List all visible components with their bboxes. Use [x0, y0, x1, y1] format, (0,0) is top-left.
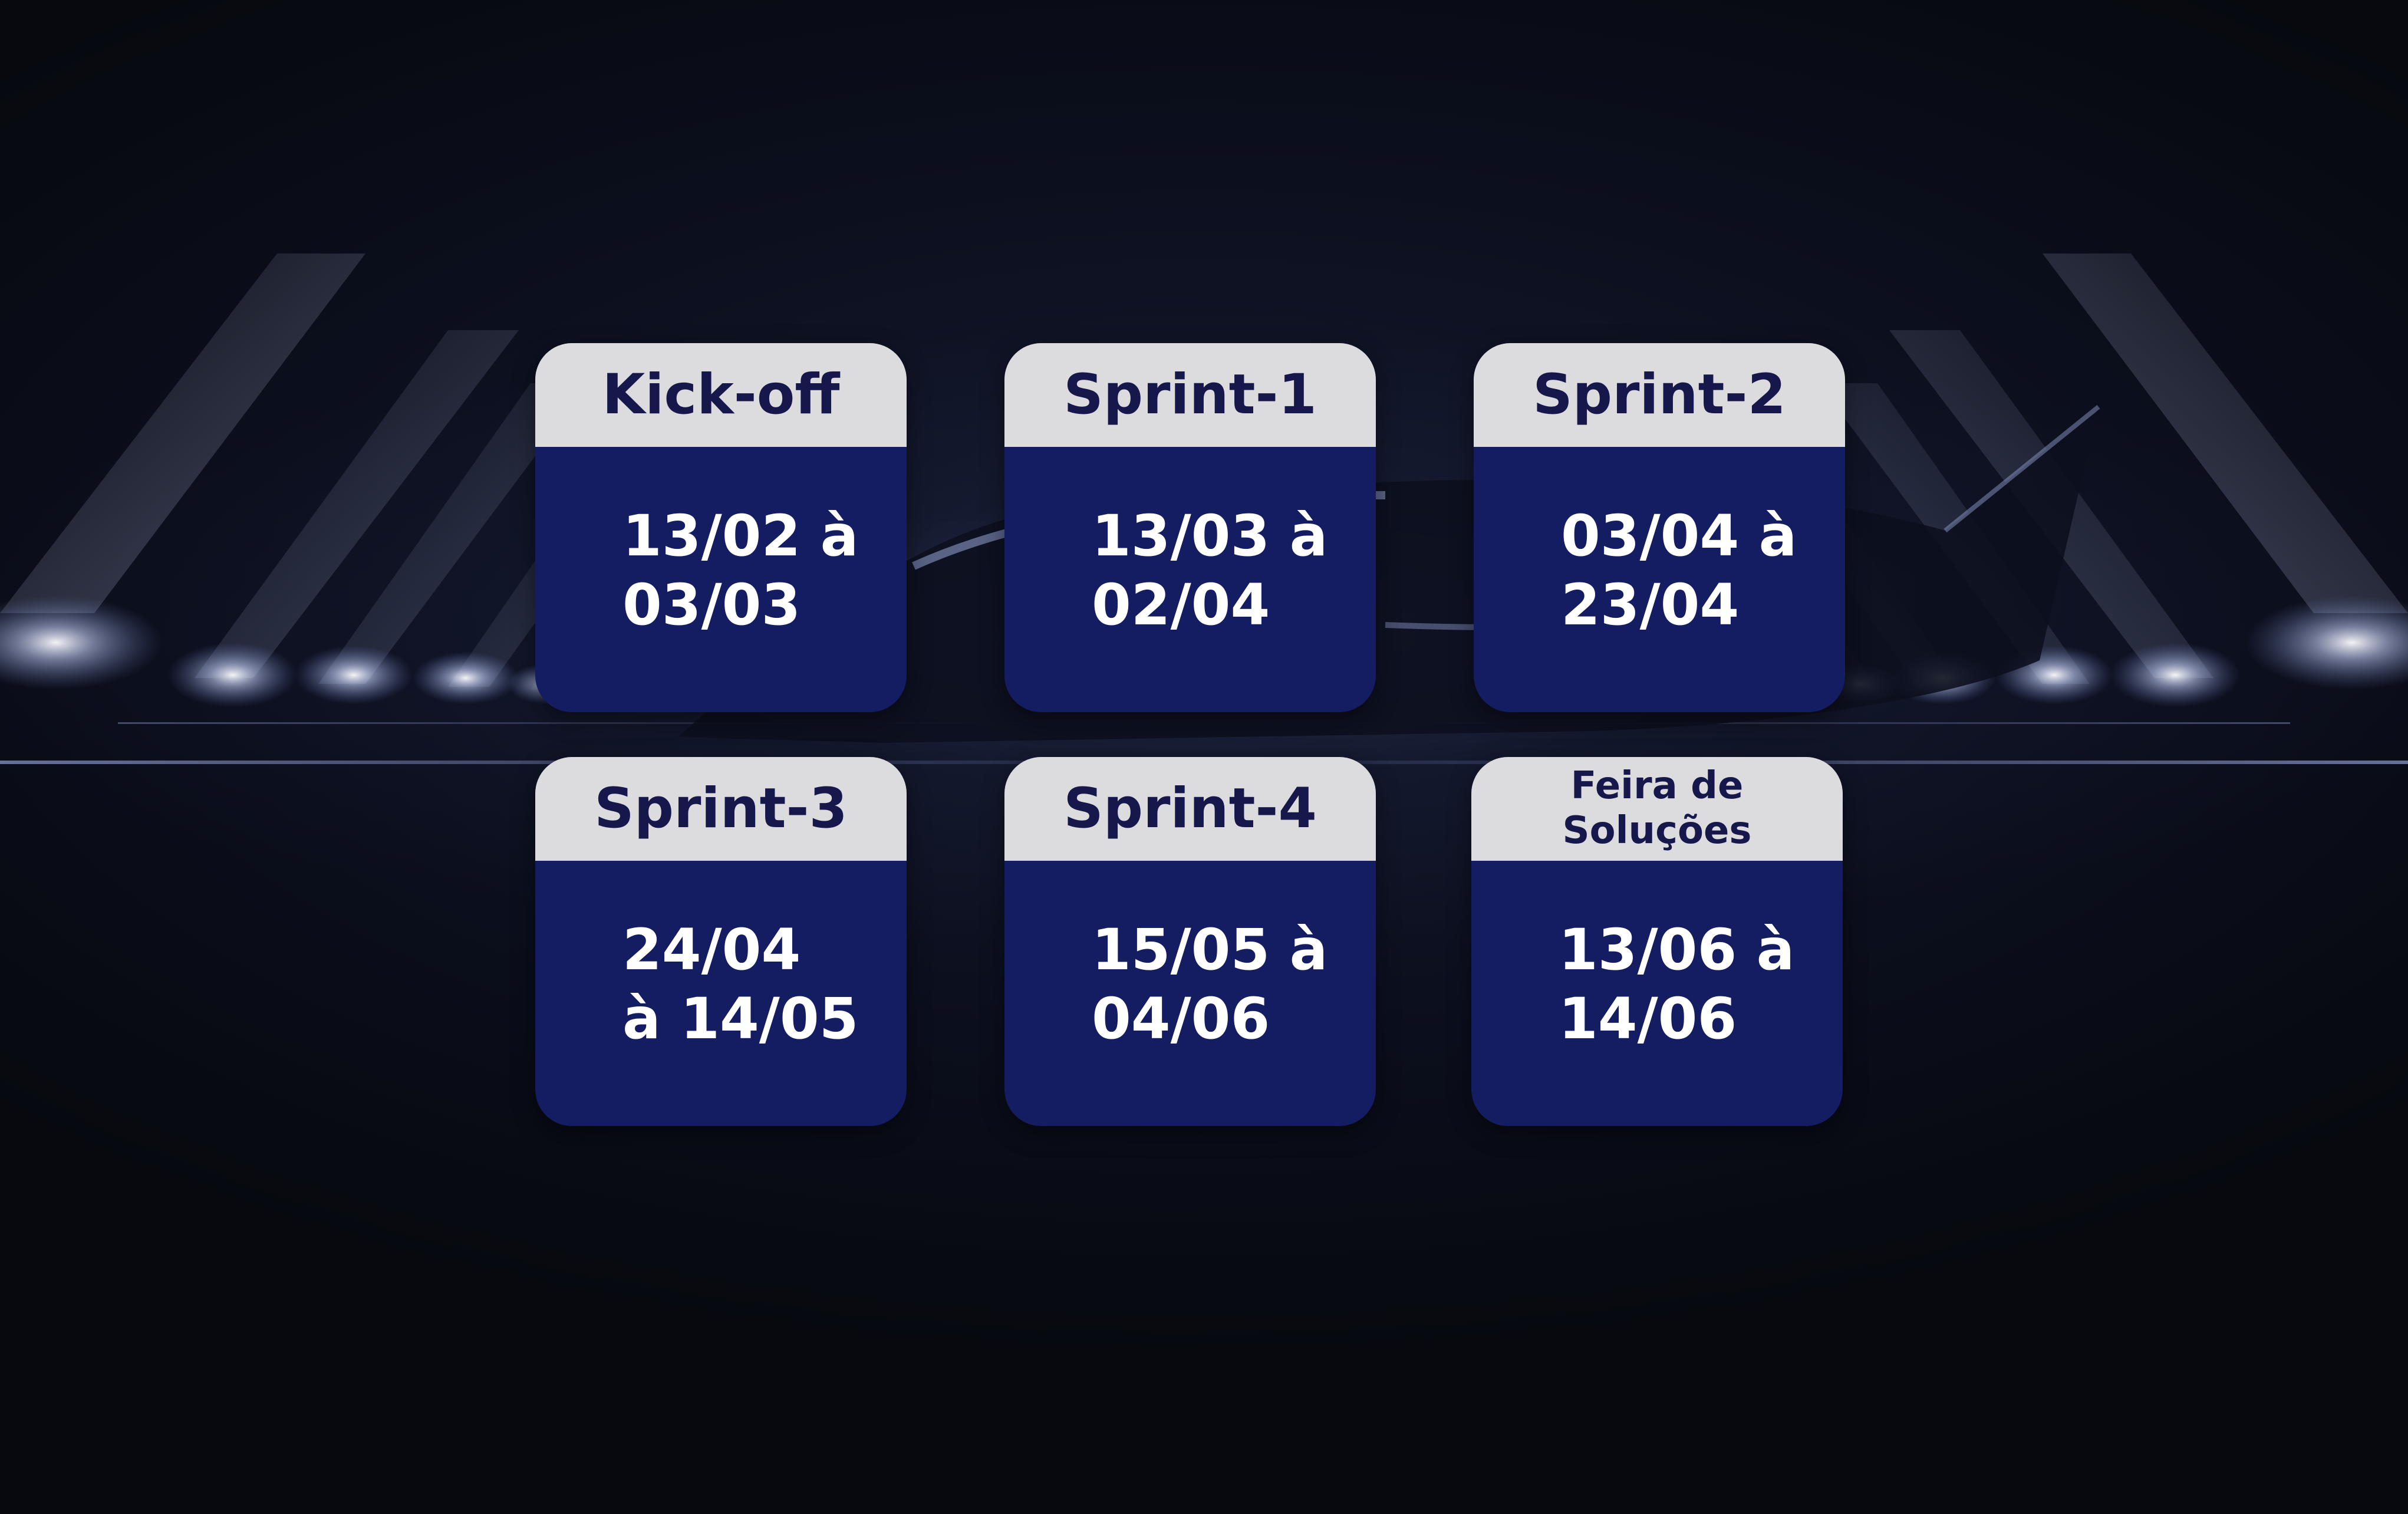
schedule-card-sprint-3: Sprint-3 24/04 à 14/05 [535, 757, 907, 1126]
date-range-end: 14/06 [1559, 986, 1737, 1052]
card-dates: 13/06 à 14/06 [1471, 861, 1843, 1126]
card-title: Feira de Soluções [1471, 757, 1843, 861]
date-range-end: à 14/05 [622, 986, 859, 1052]
card-title: Sprint-1 [1004, 343, 1376, 447]
card-title: Sprint-4 [1004, 757, 1376, 861]
schedule-card-kick-off: Kick-off 13/02 à 03/03 [535, 343, 907, 712]
schedule-card-sprint-2: Sprint-2 03/04 à 23/04 [1474, 343, 1845, 712]
date-range-end: 03/03 [622, 572, 801, 638]
card-title: Sprint-2 [1474, 343, 1845, 447]
date-range-start: 15/05 à [1092, 917, 1328, 983]
date-range-end: 02/04 [1092, 572, 1270, 638]
date-range-start: 13/03 à [1092, 503, 1328, 569]
schedule-card-sprint-1: Sprint-1 13/03 à 02/04 [1004, 343, 1376, 712]
schedule-card-sprint-4: Sprint-4 15/05 à 04/06 [1004, 757, 1376, 1126]
card-dates: 24/04 à 14/05 [535, 861, 907, 1126]
card-dates: 13/03 à 02/04 [1004, 447, 1376, 712]
schedule-card-feira-de-solucoes: Feira de Soluções 13/06 à 14/06 [1471, 757, 1843, 1126]
date-range-start: 13/06 à [1559, 917, 1795, 983]
card-title-line-2: Soluções [1562, 809, 1752, 853]
card-dates: 15/05 à 04/06 [1004, 861, 1376, 1126]
card-title: Sprint-3 [535, 757, 907, 861]
date-range-end: 04/06 [1092, 986, 1270, 1052]
date-range-start: 03/04 à [1561, 503, 1797, 569]
card-dates: 13/02 à 03/03 [535, 447, 907, 712]
card-title: Kick-off [535, 343, 907, 447]
date-range-end: 23/04 [1561, 572, 1740, 638]
date-range-start: 24/04 [622, 917, 801, 983]
card-dates: 03/04 à 23/04 [1474, 447, 1845, 712]
card-title-line-1: Feira de [1570, 764, 1744, 808]
date-range-start: 13/02 à [622, 503, 859, 569]
